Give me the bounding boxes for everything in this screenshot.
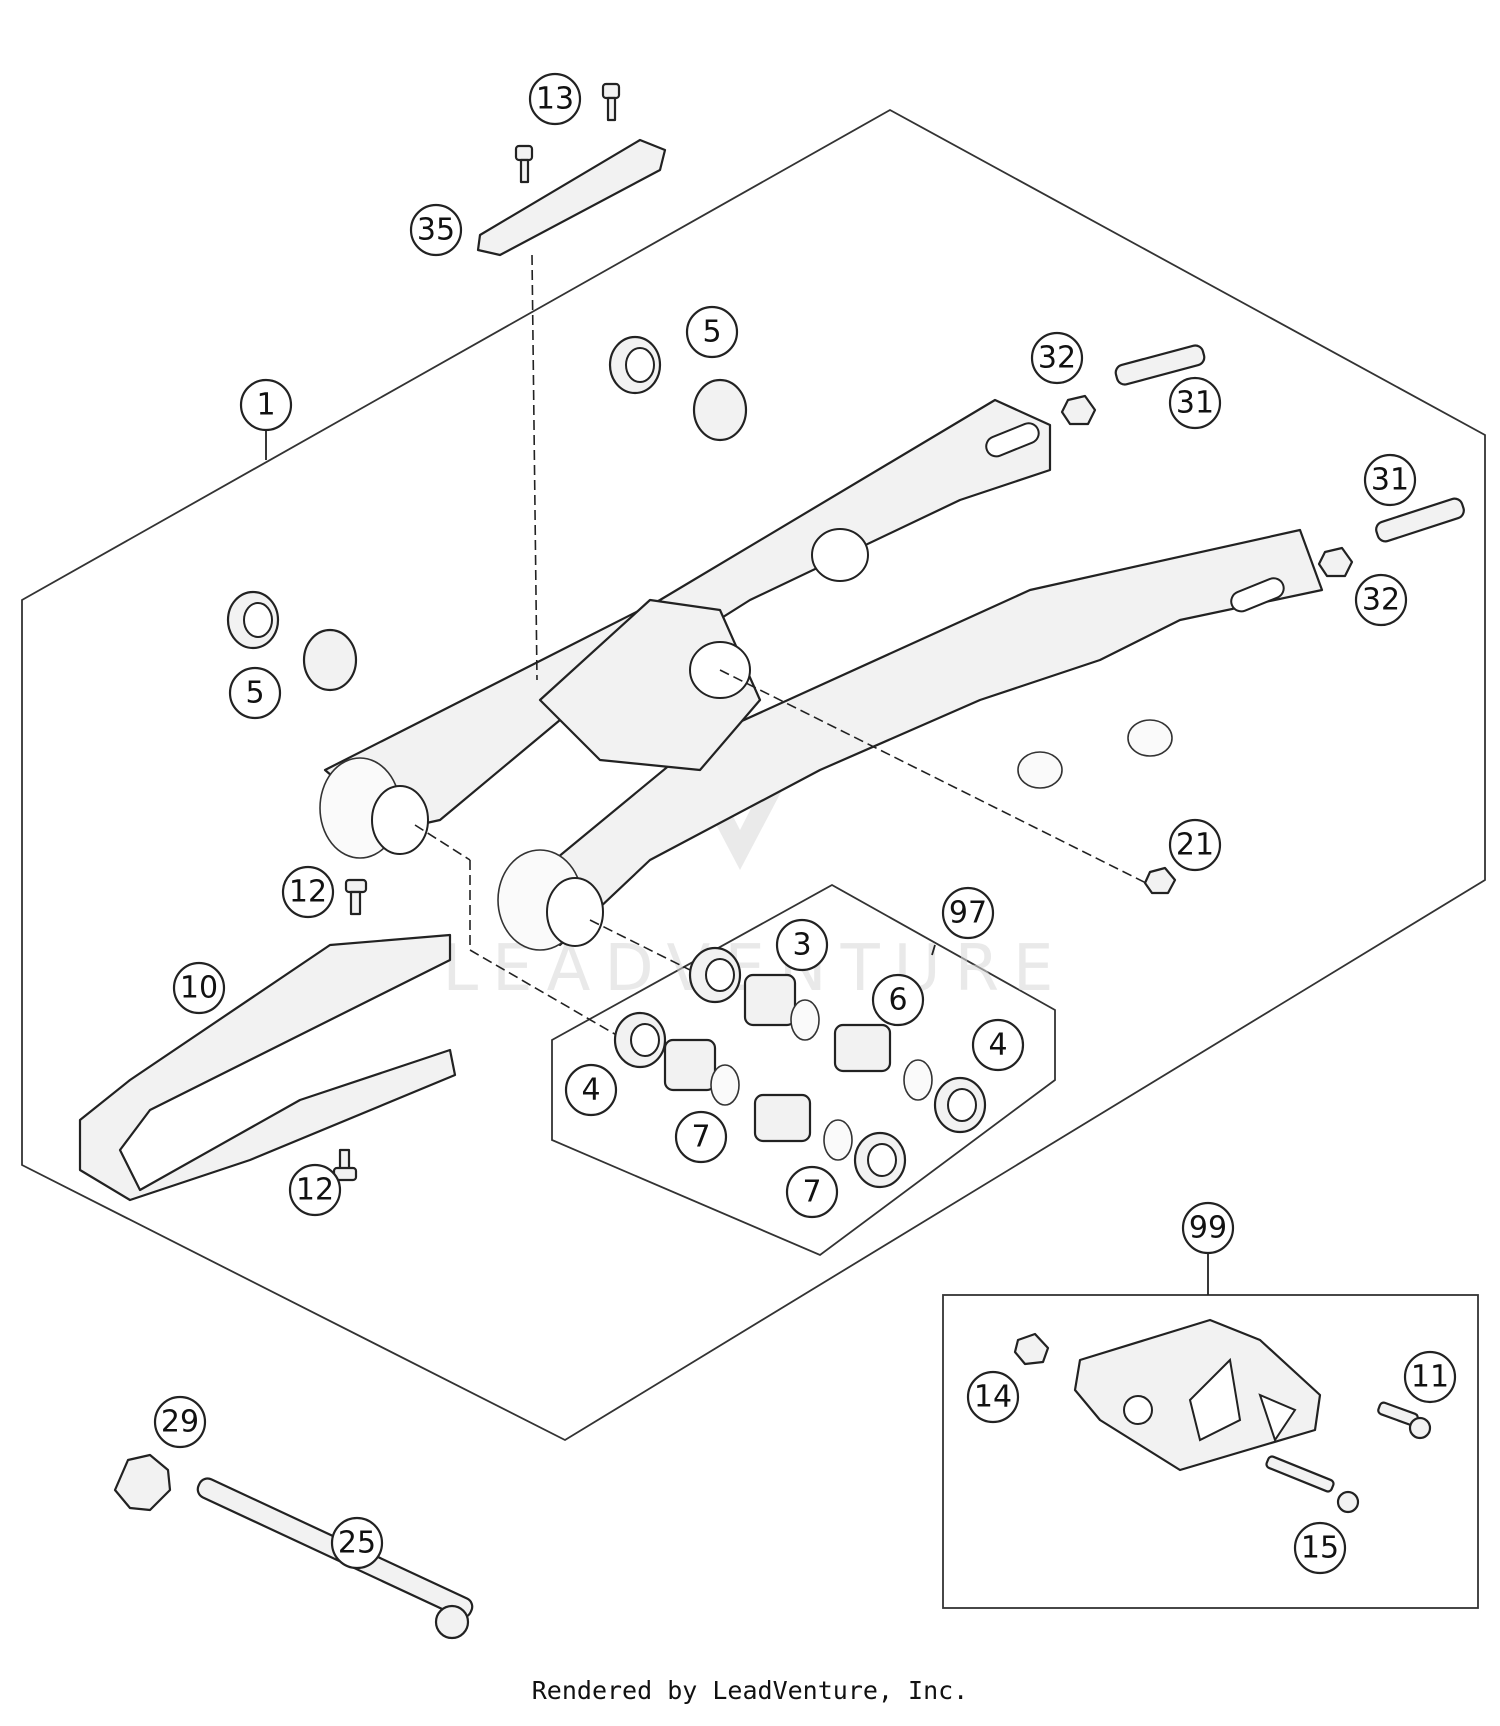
leader-line bbox=[931, 944, 936, 956]
callout-3: 3 bbox=[775, 918, 829, 972]
callout-4: 4 bbox=[971, 1018, 1025, 1072]
pin-31-upper bbox=[1114, 344, 1206, 386]
kit-boundary-97 bbox=[551, 883, 1056, 1257]
screw-12-upper bbox=[344, 878, 368, 916]
svg-text:7: 7 bbox=[802, 1175, 821, 1210]
svg-text:21: 21 bbox=[1176, 828, 1214, 863]
callout-11: 11 bbox=[1403, 1350, 1457, 1404]
svg-text:10: 10 bbox=[180, 971, 218, 1006]
svg-text:3: 3 bbox=[792, 928, 811, 963]
callout-4: 4 bbox=[564, 1063, 618, 1117]
alignment-line bbox=[531, 254, 538, 681]
svg-text:25: 25 bbox=[338, 1526, 376, 1561]
nut-21-part bbox=[1143, 866, 1177, 895]
svg-text:14: 14 bbox=[974, 1380, 1012, 1415]
chain-adjuster-29-part bbox=[113, 1453, 172, 1512]
callout-7: 7 bbox=[785, 1165, 839, 1219]
svg-text:99: 99 bbox=[1189, 1211, 1227, 1246]
callout-14: 14 bbox=[966, 1370, 1020, 1424]
callout-21: 21 bbox=[1168, 818, 1222, 872]
callout-5: 5 bbox=[228, 666, 282, 720]
nut-14-part bbox=[1013, 1332, 1050, 1366]
svg-text:32: 32 bbox=[1038, 341, 1076, 376]
alignment-line bbox=[414, 824, 471, 861]
swingarm-part bbox=[319, 398, 1324, 951]
screw-12-lower bbox=[332, 1148, 358, 1182]
callout-29: 29 bbox=[153, 1395, 207, 1449]
callout-12: 12 bbox=[288, 1163, 342, 1217]
svg-text:31: 31 bbox=[1176, 386, 1214, 421]
callout-99: 99 bbox=[1181, 1201, 1235, 1255]
bushing-5-upper bbox=[608, 335, 748, 442]
callout-7: 7 bbox=[674, 1110, 728, 1164]
bearing-set-97 bbox=[613, 946, 987, 1189]
bolt-13-b bbox=[514, 144, 534, 184]
bolt-15-part bbox=[1265, 1455, 1360, 1514]
callout-5: 5 bbox=[685, 305, 739, 359]
callout-32: 32 bbox=[1030, 331, 1084, 385]
callout-31: 31 bbox=[1363, 453, 1417, 507]
svg-text:15: 15 bbox=[1301, 1531, 1339, 1566]
alignment-line bbox=[719, 669, 1161, 891]
bracket-35-part bbox=[476, 138, 667, 257]
svg-text:12: 12 bbox=[289, 875, 327, 910]
chain-slider-10-part bbox=[78, 933, 457, 1202]
svg-text:35: 35 bbox=[417, 213, 455, 248]
bushing-5-lower bbox=[226, 590, 358, 692]
nut-32-upper bbox=[1060, 394, 1097, 426]
svg-text:5: 5 bbox=[702, 315, 721, 350]
svg-text:11: 11 bbox=[1411, 1360, 1449, 1395]
kit-boundary-1 bbox=[21, 108, 1486, 1442]
svg-text:31: 31 bbox=[1371, 463, 1409, 498]
footer-credit: Rendered by LeadVenture, Inc. bbox=[531, 1676, 969, 1705]
pin-31-lower bbox=[1375, 497, 1465, 543]
kit-boundary-99 bbox=[942, 1294, 1479, 1609]
nut-32-lower bbox=[1317, 546, 1354, 578]
svg-text:7: 7 bbox=[691, 1120, 710, 1155]
callout-35: 35 bbox=[409, 203, 463, 257]
callout-25: 25 bbox=[330, 1516, 384, 1570]
callout-12: 12 bbox=[281, 865, 335, 919]
svg-text:5: 5 bbox=[245, 676, 264, 711]
svg-text:1: 1 bbox=[256, 388, 275, 423]
svg-text:13: 13 bbox=[536, 82, 574, 117]
svg-text:12: 12 bbox=[296, 1173, 334, 1208]
svg-text:4: 4 bbox=[581, 1073, 600, 1108]
callout-13: 13 bbox=[528, 72, 582, 126]
callout-15: 15 bbox=[1293, 1521, 1347, 1575]
svg-text:4: 4 bbox=[988, 1028, 1007, 1063]
bolt-13-a bbox=[601, 82, 621, 122]
callout-6: 6 bbox=[871, 973, 925, 1027]
chain-guide-99-part bbox=[1073, 1318, 1322, 1472]
callout-31: 31 bbox=[1168, 376, 1222, 430]
svg-text:29: 29 bbox=[161, 1405, 199, 1440]
callout-97: 97 bbox=[941, 886, 995, 940]
svg-text:32: 32 bbox=[1362, 583, 1400, 618]
svg-text:6: 6 bbox=[888, 983, 907, 1018]
callout-1: 1 bbox=[239, 378, 293, 432]
bolt-11-part bbox=[1377, 1401, 1432, 1440]
svg-text:97: 97 bbox=[949, 896, 987, 931]
callout-32: 32 bbox=[1354, 573, 1408, 627]
alignment-line bbox=[589, 919, 701, 976]
callout-10: 10 bbox=[172, 961, 226, 1015]
